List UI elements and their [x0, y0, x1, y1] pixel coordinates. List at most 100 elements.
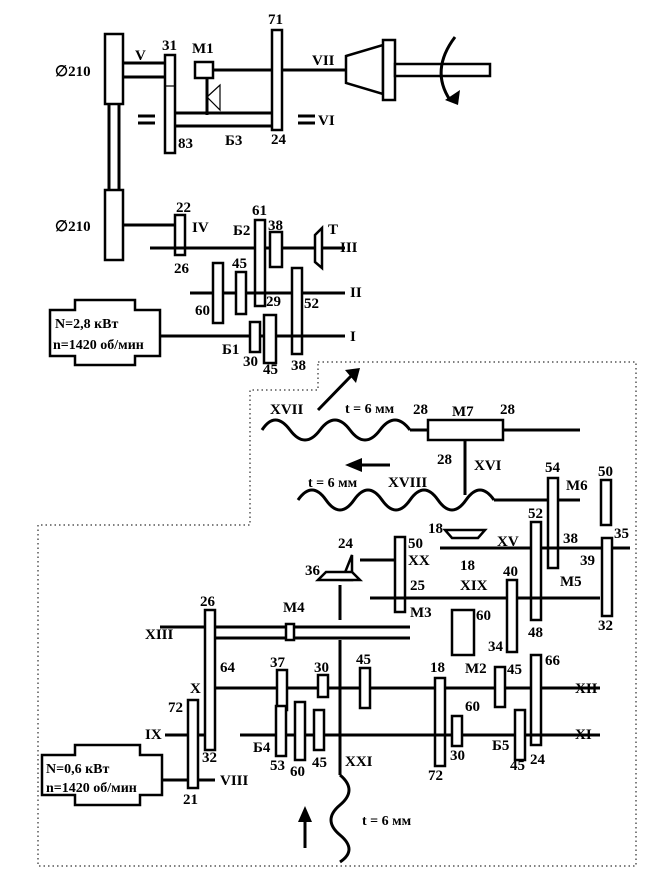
svg-text:29: 29 — [266, 294, 281, 310]
gear-61-29 — [253, 218, 267, 308]
svg-text:26: 26 — [174, 261, 190, 277]
svg-text:35: 35 — [614, 526, 629, 542]
svg-text:60: 60 — [465, 699, 480, 715]
lead-screw-xvii — [260, 418, 412, 442]
pulley-top-diameter: ∅210 — [55, 64, 91, 80]
svg-text:XIX: XIX — [460, 578, 488, 594]
svg-text:36: 36 — [305, 563, 321, 579]
svg-text:XIII: XIII — [145, 627, 174, 643]
svg-text:Б3: Б3 — [225, 133, 242, 149]
svg-text:18: 18 — [460, 558, 475, 574]
svg-text:25: 25 — [410, 578, 425, 594]
svg-text:50: 50 — [408, 536, 423, 552]
shaft-label-v: V — [135, 48, 146, 64]
bevel-18a — [442, 528, 488, 540]
svg-text:М6: М6 — [566, 478, 588, 494]
svg-text:VII: VII — [312, 53, 335, 69]
svg-text:III: III — [340, 240, 358, 256]
gear-72-21 — [186, 698, 200, 790]
gear-60c — [293, 700, 307, 762]
svg-text:53: 53 — [270, 758, 285, 774]
gear-71-24 — [270, 28, 284, 132]
svg-text:XVI: XVI — [474, 458, 502, 474]
lead-screw-xviii — [296, 488, 496, 512]
svg-text:XVIII: XVIII — [388, 475, 427, 491]
gear-66-24 — [529, 653, 543, 747]
svg-text:24: 24 — [338, 536, 354, 552]
svg-text:XI: XI — [575, 727, 592, 743]
svg-text:32: 32 — [598, 618, 613, 634]
svg-text:39: 39 — [580, 553, 595, 569]
svg-text:II: II — [350, 285, 362, 301]
svg-text:34: 34 — [488, 639, 504, 655]
main-motor-speed: n=1420 об/мин — [53, 338, 144, 353]
gear-60 — [211, 261, 225, 325]
svg-text:22: 22 — [176, 200, 191, 216]
svg-text:18: 18 — [430, 660, 445, 676]
gear-38 — [268, 230, 284, 269]
svg-text:28: 28 — [500, 402, 515, 418]
svg-text:45: 45 — [263, 362, 278, 378]
svg-text:72: 72 — [168, 700, 183, 716]
svg-text:40: 40 — [503, 564, 518, 580]
svg-text:Б4: Б4 — [253, 740, 271, 756]
svg-text:72: 72 — [428, 768, 443, 784]
spindle-flange — [381, 38, 397, 102]
svg-text:28: 28 — [437, 452, 452, 468]
gear-31-83 — [163, 53, 177, 155]
svg-text:t = 6 мм: t = 6 мм — [362, 814, 412, 829]
gear-45e — [493, 665, 507, 709]
svg-text:28: 28 — [413, 402, 428, 418]
svg-text:45: 45 — [312, 755, 327, 771]
svg-text:71: 71 — [268, 12, 283, 28]
lead-screw-xxi — [329, 773, 351, 864]
gear-45d — [312, 708, 326, 752]
svg-text:VIII: VIII — [220, 773, 249, 789]
svg-text:18: 18 — [428, 521, 443, 537]
svg-text:45: 45 — [356, 652, 371, 668]
gear-40-34 — [505, 578, 519, 654]
rotation-arrow — [439, 36, 457, 101]
svg-text:М4: М4 — [283, 600, 305, 616]
gear-60-block — [450, 608, 476, 657]
svg-text:30: 30 — [450, 748, 465, 764]
svg-text:t = 6 мм: t = 6 мм — [345, 402, 395, 417]
svg-text:XVII: XVII — [270, 402, 304, 418]
svg-text:38: 38 — [291, 358, 306, 374]
gear-35-39-32 — [600, 536, 614, 618]
clutch-m7-housing — [426, 418, 505, 442]
main-motor-power: N=2,8 кВт — [55, 317, 118, 332]
pulley-bottom — [103, 188, 125, 262]
feed-box-boundary — [37, 361, 637, 867]
svg-text:Б1: Б1 — [222, 342, 239, 358]
clutch-m4 — [284, 622, 296, 642]
svg-text:М2: М2 — [465, 661, 487, 677]
gear-45 — [234, 270, 248, 316]
clutch-m1-body — [193, 60, 215, 80]
svg-text:32: 32 — [202, 750, 217, 766]
svg-text:24: 24 — [271, 132, 287, 148]
svg-text:21: 21 — [183, 792, 198, 808]
svg-text:60: 60 — [476, 608, 491, 624]
svg-text:50: 50 — [598, 464, 613, 480]
svg-text:54: 54 — [545, 460, 561, 476]
svg-text:45: 45 — [510, 758, 525, 774]
gear-45f — [513, 708, 527, 762]
gear-18-72 — [433, 676, 447, 768]
gear-53 — [274, 704, 288, 758]
gear-45b — [262, 313, 278, 365]
pulley-top — [103, 32, 125, 106]
svg-text:60: 60 — [195, 303, 210, 319]
svg-text:31: 31 — [162, 38, 177, 54]
feed-motor-speed: n=1420 об/мин — [46, 781, 137, 796]
svg-text:I: I — [350, 329, 356, 345]
svg-text:45: 45 — [232, 256, 247, 272]
svg-text:37: 37 — [270, 655, 286, 671]
svg-text:24: 24 — [530, 752, 546, 768]
gear-52-48 — [529, 520, 543, 622]
svg-text:30: 30 — [243, 354, 258, 370]
svg-text:М5: М5 — [560, 574, 582, 590]
svg-text:52: 52 — [528, 506, 543, 522]
spindle-cone — [344, 43, 385, 96]
